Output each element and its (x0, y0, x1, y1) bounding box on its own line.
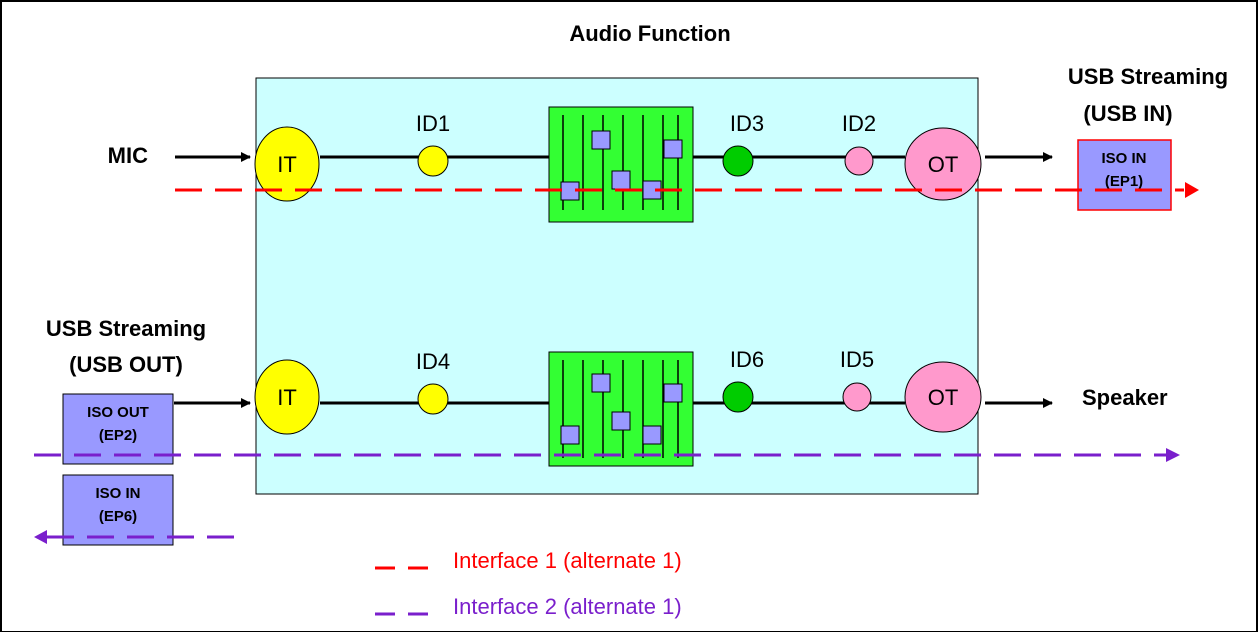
interface2-out-arrowhead (1166, 448, 1180, 462)
mic-label: MIC (108, 143, 148, 168)
output-terminal-top (904, 127, 982, 201)
speaker-label: Speaker (1082, 385, 1168, 410)
legend-interface2-label: Interface 2 (alternate 1) (453, 594, 682, 619)
usb-out-label-line1: USB Streaming (46, 316, 206, 341)
input-terminal-bottom-label: IT (277, 385, 297, 410)
id5-unit (842, 382, 872, 412)
id1-label: ID1 (416, 111, 450, 136)
id6-label: ID6 (730, 347, 764, 372)
iso-in-ep6-line1: ISO IN (95, 485, 140, 502)
id3-label: ID3 (730, 111, 764, 136)
input-terminal-top (254, 126, 320, 202)
interface2-in-arrowhead (34, 530, 47, 544)
input-terminal-top-label: IT (277, 152, 297, 177)
diagram-title: Audio Function (569, 21, 730, 46)
id2-unit (844, 146, 874, 176)
id2-label: ID2 (842, 111, 876, 136)
usb-in-label-line1: USB Streaming (1068, 64, 1228, 89)
output-terminal-bottom-label: OT (928, 385, 959, 410)
mixer-unit-top (548, 106, 694, 223)
id1-unit (417, 145, 449, 177)
legend-interface1-label: Interface 1 (alternate 1) (453, 548, 682, 573)
iso-in-ep6-line2: (EP6) (99, 508, 137, 525)
id6-unit (722, 381, 754, 413)
iso-in-ep1-line2: (EP1) (1105, 173, 1143, 190)
usb-in-label-line2: (USB IN) (1083, 101, 1172, 126)
iso-in-ep1-endpoint (1077, 139, 1172, 211)
mixer-unit-bottom (548, 351, 694, 467)
id3-unit (722, 145, 754, 177)
id4-label: ID4 (416, 349, 450, 374)
iso-out-ep2-line1: ISO OUT (87, 404, 149, 421)
iso-out-ep2-endpoint (62, 393, 174, 465)
id5-label: ID5 (840, 347, 874, 372)
iso-out-ep2-line2: (EP2) (99, 427, 137, 444)
iso-in-ep6-endpoint (62, 474, 174, 546)
output-terminal-bottom (904, 361, 982, 433)
iso-in-ep1-line1: ISO IN (1101, 150, 1146, 167)
interface1-arrowhead (1185, 182, 1199, 198)
id4-unit (417, 383, 449, 415)
output-terminal-top-label: OT (928, 152, 959, 177)
usb-out-label-line2: (USB OUT) (69, 352, 183, 377)
legend: Interface 1 (alternate 1) Interface 2 (a… (375, 548, 682, 619)
input-terminal-bottom (254, 359, 320, 435)
